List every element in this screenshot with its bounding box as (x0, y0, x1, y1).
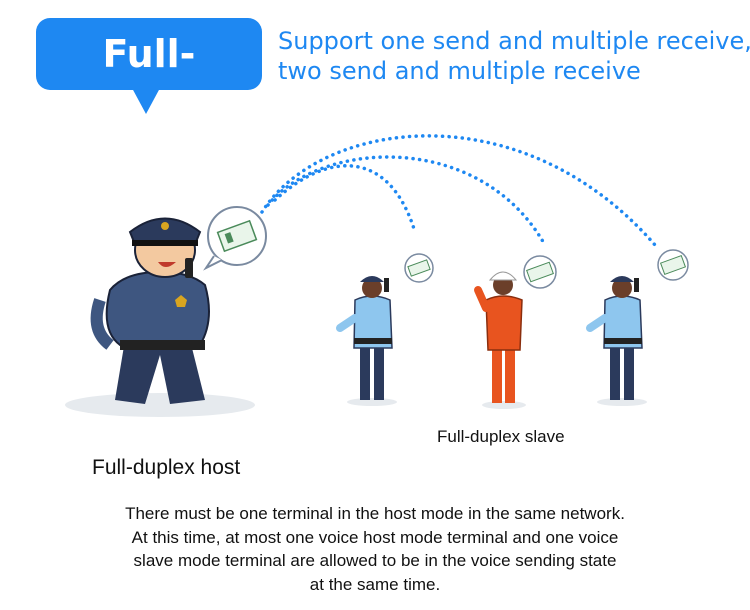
headline: Support one send and multiple receive, t… (278, 26, 750, 86)
slave-worker-icon (474, 271, 526, 409)
slave-label: Full-duplex slave (437, 427, 565, 446)
badge-label: Full-duplex (76, 32, 222, 148)
host-officer-icon (65, 217, 255, 417)
description-line-3: slave mode terminal are allowed to be in… (133, 551, 617, 570)
feature-badge: Full-duplex (36, 18, 262, 148)
description-line-4: at the same time. (309, 574, 441, 594)
description-line-1: There must be one terminal in the host m… (125, 504, 625, 523)
signal-waves-icon (260, 134, 657, 247)
description: There must be one terminal in the host m… (60, 502, 690, 596)
slave-radio-bubble-icon (404, 249, 689, 289)
headline-line-1: Support one send and multiple receive, (278, 27, 750, 55)
host-label: Full-duplex host (92, 456, 241, 479)
headline-line-2: two send and multiple receive (278, 57, 641, 85)
description-line-2: At this time, at most one voice host mod… (131, 527, 619, 547)
slave-guard-1-icon (336, 276, 397, 406)
badge-tail (132, 88, 160, 114)
slave-guard-2-icon (586, 276, 647, 406)
host-radio-bubble-icon (203, 206, 267, 271)
